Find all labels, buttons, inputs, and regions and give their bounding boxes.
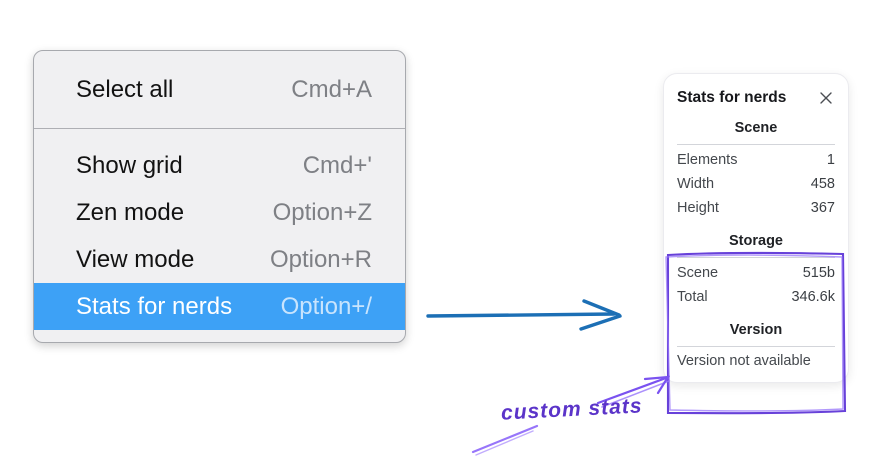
- menu-item-label: Select all: [76, 75, 174, 103]
- stat-value: 458: [810, 176, 835, 192]
- stat-value: 346.6k: [791, 289, 835, 305]
- menu-item-select-all[interactable]: Select all Cmd+A: [34, 61, 405, 118]
- custom-stats-label[interactable]: custom stats: [500, 394, 644, 425]
- stats-panel: Stats for nerds Scene Elements 1 Width 4…: [663, 73, 849, 383]
- stat-label: Width: [677, 176, 715, 192]
- annotation-arrow[interactable]: [596, 375, 671, 408]
- section-heading: Scene: [734, 120, 778, 136]
- menu-item-label: Show grid: [76, 151, 183, 179]
- stat-value: 1: [826, 152, 835, 168]
- menu-item-stats-for-nerds[interactable]: Stats for nerds Option+/: [34, 283, 405, 330]
- stat-row-total-size: Total 346.6k: [677, 285, 835, 309]
- menu-item-label: Zen mode: [76, 198, 185, 226]
- context-menu: Select all Cmd+A Show grid Cmd+' Zen mod…: [33, 50, 406, 343]
- section-heading: Version: [729, 322, 783, 338]
- stats-panel-title: Stats for nerds: [677, 89, 787, 106]
- menu-divider: [34, 128, 405, 129]
- stats-section-scene: Scene Elements 1 Width 458 Height 367: [677, 120, 835, 220]
- menu-item-view-mode[interactable]: View mode Option+R: [34, 236, 405, 283]
- stat-value: 515b: [802, 265, 835, 281]
- stat-label: Scene: [677, 265, 719, 281]
- annotation-box[interactable]: [665, 251, 847, 415]
- stat-row-width: Width 458: [677, 172, 835, 196]
- version-note: Version not available: [677, 353, 811, 369]
- menu-item-show-grid[interactable]: Show grid Cmd+': [34, 142, 405, 189]
- stats-section-storage: Storage Scene 515b Total 346.6k: [677, 233, 835, 309]
- stat-label: Height: [677, 200, 719, 216]
- section-divider: [677, 346, 835, 347]
- menu-item-label: View mode: [76, 245, 195, 273]
- menu-item-label: Stats for nerds: [76, 292, 233, 320]
- close-icon: [820, 92, 832, 104]
- menu-item-shortcut: Cmd+A: [291, 75, 372, 103]
- section-divider: [677, 144, 835, 145]
- close-button[interactable]: [817, 89, 835, 107]
- stat-row-elements: Elements 1: [677, 148, 835, 172]
- menu-item-shortcut: Option+R: [269, 245, 372, 273]
- stat-label: Total: [677, 289, 708, 305]
- stat-value: 367: [810, 200, 835, 216]
- section-heading: Storage: [729, 233, 783, 249]
- section-divider: [677, 257, 835, 258]
- stat-row-height: Height 367: [677, 196, 835, 220]
- stat-label: Elements: [677, 152, 738, 168]
- menu-item-shortcut: Option+/: [280, 292, 372, 320]
- stat-row-scene-size: Scene 515b: [677, 261, 835, 285]
- stats-section-version: Version Version not available: [677, 322, 835, 369]
- menu-item-shortcut: Option+Z: [272, 198, 372, 226]
- flow-arrow[interactable]: [426, 299, 622, 331]
- annotation-underline[interactable]: [471, 424, 539, 456]
- menu-item-shortcut: Cmd+': [302, 151, 372, 179]
- menu-item-zen-mode[interactable]: Zen mode Option+Z: [34, 189, 405, 236]
